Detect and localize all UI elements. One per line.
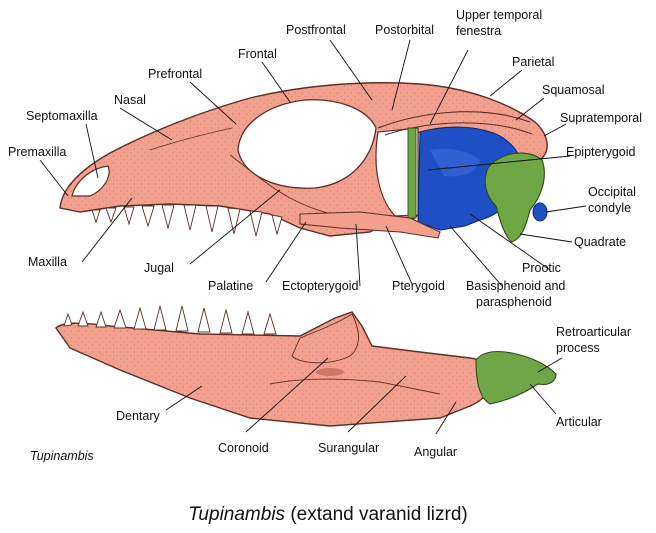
label-parietal: Parietal [512, 55, 554, 69]
label-squamosal: Squamosal [542, 83, 605, 97]
label-prefrontal: Prefrontal [148, 67, 202, 81]
label-occipital-1: Occipital [588, 185, 636, 199]
label-quadrate: Quadrate [574, 235, 626, 249]
label-premaxilla: Premaxilla [8, 145, 66, 159]
label-palatine: Palatine [208, 279, 253, 293]
caption-genus: Tupinambis [188, 504, 285, 525]
label-frontal: Frontal [238, 47, 277, 61]
label-ectopterygoid: Ectopterygoid [282, 279, 358, 293]
label-epipterygoid: Epipterygoid [566, 145, 636, 159]
occipital-condyle [533, 203, 547, 221]
figure-caption: Tupinambis (extand varanid lizrd) [0, 504, 656, 526]
label-septomaxilla: Septomaxilla [26, 109, 98, 123]
label-upper-temporal-2: fenestra [456, 24, 501, 38]
label-pterygoid: Pterygoid [392, 279, 445, 293]
lower-jaw [56, 306, 556, 426]
quadrate-bone [485, 153, 544, 242]
label-basisphenoid-2: parasphenoid [476, 295, 552, 309]
label-supratemporal: Supratemporal [560, 111, 642, 125]
label-dentary: Dentary [116, 409, 161, 423]
label-basisphenoid-1: Basisphenoid and [466, 279, 565, 293]
label-maxilla: Maxilla [28, 255, 67, 269]
label-retroarticular-1: Retroarticular [556, 325, 631, 339]
label-nasal: Nasal [114, 93, 146, 107]
label-postfrontal: Postfrontal [286, 23, 346, 37]
label-angular: Angular [414, 445, 457, 459]
label-genus: Tupinambis [30, 449, 94, 463]
label-prootic: Prootic [522, 261, 561, 275]
label-retroarticular-2: process [556, 341, 600, 355]
label-articular: Articular [556, 415, 602, 429]
label-jugal: Jugal [144, 261, 174, 275]
epipterygoid [408, 128, 416, 218]
label-surangular: Surangular [318, 441, 379, 455]
label-coronoid: Coronoid [218, 441, 269, 455]
articular-bone [476, 352, 556, 404]
label-upper-temporal-1: Upper temporal [456, 8, 542, 22]
label-postorbital: Postorbital [375, 23, 434, 37]
caption-rest: (extand varanid lizrd) [285, 504, 468, 525]
label-occipital-2: condyle [588, 201, 631, 215]
